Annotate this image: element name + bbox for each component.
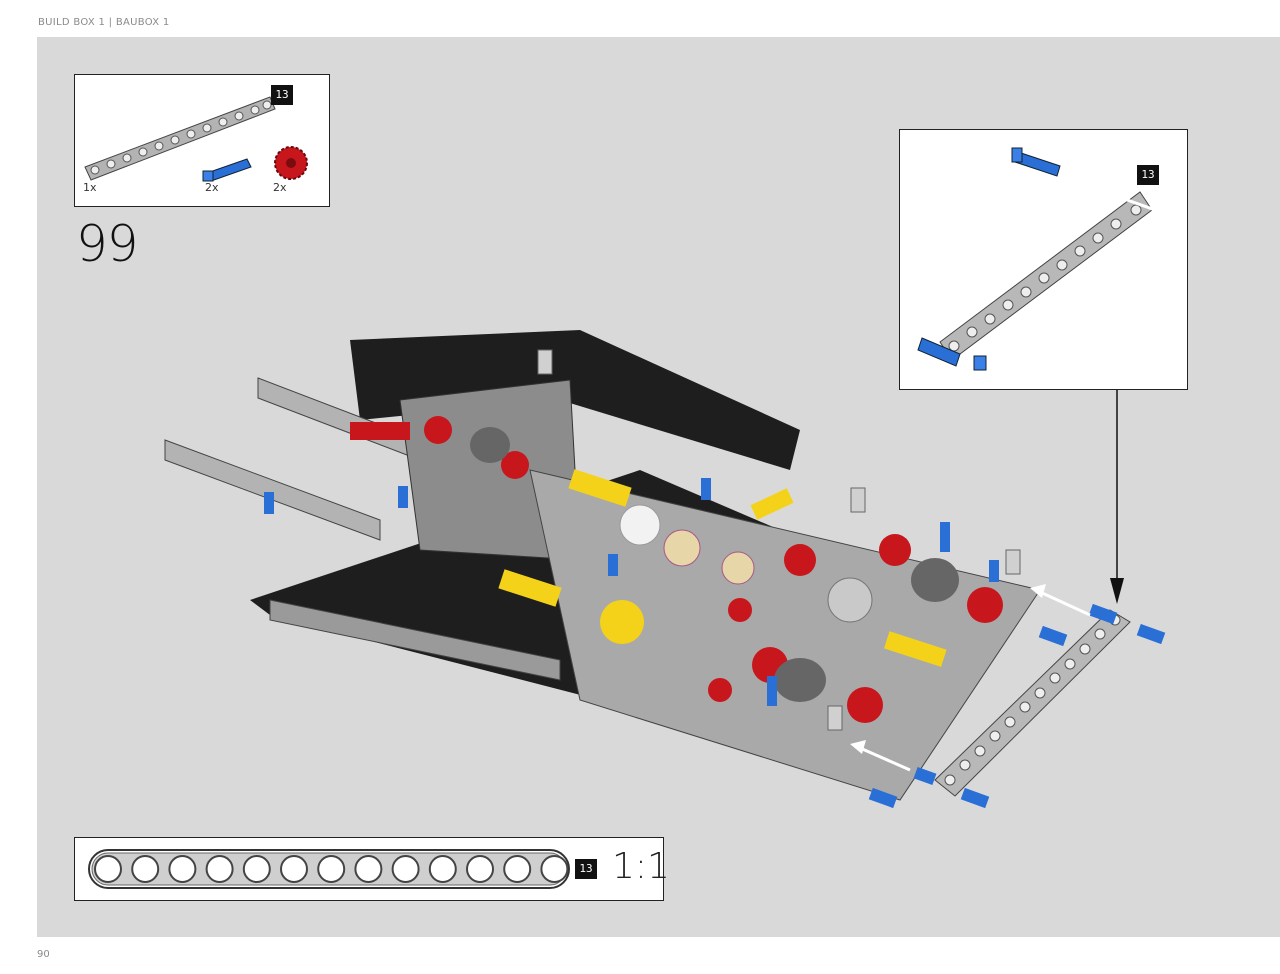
gray-peg [827,705,843,731]
yellow-axle [498,569,562,607]
step-number: 99 [76,215,139,273]
blue-pin [989,560,999,582]
red-gear-quantity: 2x [273,181,287,194]
yellow-axle [883,631,947,667]
ruler-length-badge: 13 [575,859,597,879]
red-gear [967,587,1003,623]
red-axle [350,422,410,440]
red-gear [501,451,529,479]
transmission-plate [529,469,1041,801]
rear-frame [350,330,800,470]
callout-length-badge: 13 [1137,165,1159,185]
insertion-arrows [850,584,1091,772]
ruler-hole [280,855,308,883]
front-gray-beam [269,599,561,681]
blue-pin [701,478,711,500]
blue-pin-quantity: 2x [205,181,219,194]
left-lower-beam [164,439,381,541]
ruler-hole [205,855,234,883]
yellow-gear [600,600,644,644]
ruler-hole [317,855,346,883]
page-header: BUILD BOX 1 | BAUBOX 1 [38,17,170,28]
ruler-hole [428,855,457,883]
gray-gear [827,577,873,623]
new-beam-assembly [868,603,1166,809]
insertion-arrow [1059,174,1178,218]
white-gear [619,504,661,546]
ruler-hole [466,855,494,883]
ruler-hole [540,855,569,883]
blue-pin [398,486,408,508]
yellow-axle [568,469,632,507]
red-gear [424,416,452,444]
ruler-hole [94,855,122,883]
red-gear [847,687,883,723]
red-gear [728,598,752,622]
red-gear [708,678,732,702]
gray-drum [774,658,826,702]
red-gear-part-image [274,146,308,180]
ruler-hole [391,855,420,883]
blue-pin [264,492,274,514]
beige-gear [721,551,755,585]
ruler-beam [88,849,570,889]
callout-illustration [917,147,1178,371]
ruler-hole [242,855,271,883]
callout-pointer-arrowhead [1110,578,1124,604]
parts-illustration [84,96,308,182]
callout-blue-pin-top [1011,147,1061,177]
parts-length-badge: 13 [271,85,293,105]
blue-pin [608,554,618,576]
parts-list-box: 13 1x 2x 2x [74,74,330,207]
scale-label: 1:1 [612,846,670,887]
gray-peg [537,349,553,375]
beam-quantity: 1x [83,181,97,194]
red-gear [784,544,816,576]
scale-ruler-box: 13 [74,837,664,901]
red-gear [879,534,911,566]
gray-peg [1005,549,1021,575]
ruler-hole [503,855,532,883]
gray-drum [911,558,959,602]
blue-pin [940,522,950,552]
ruler-hole [131,855,160,883]
gray-peg [850,487,866,513]
yellow-connector [750,488,794,520]
blue-pin-part-image [202,158,252,182]
callout-box: 13 [899,129,1188,390]
gray-drum [470,427,510,463]
ruler-hole [168,855,197,883]
ruler-hole [354,855,383,883]
callout-blue-pin-bottom [917,337,987,371]
blue-pin [767,676,777,706]
beige-gear [663,529,701,567]
beam-part-image [84,96,276,181]
page-number: 90 [37,949,50,960]
